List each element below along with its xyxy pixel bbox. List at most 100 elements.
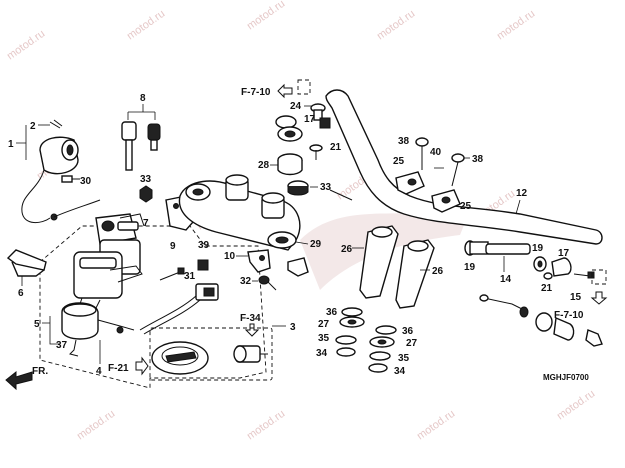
washer-set-right (368, 325, 397, 373)
callout-21a: 21 (330, 142, 342, 153)
top-bridge (178, 174, 301, 251)
callout-32: 32 (240, 276, 252, 287)
callout-26b: 26 (432, 266, 444, 277)
callout-34b: 34 (394, 366, 406, 377)
front-direction-arrow (5, 370, 33, 391)
arrow-icon (49, 119, 63, 129)
cap-28 (277, 153, 303, 176)
callout-14: 14 (500, 274, 512, 285)
callout-25b: 25 (460, 201, 472, 212)
arrow-icon (590, 291, 608, 305)
screw-37 (69, 339, 79, 357)
ref-f710-top[interactable]: F-7-10 (241, 87, 271, 98)
callout-39: 39 (198, 240, 210, 251)
ref-f34[interactable]: F-34 (240, 313, 261, 324)
callout-1: 1 (8, 139, 14, 150)
washer-21a (309, 144, 323, 160)
washer-21b (543, 272, 553, 280)
grommet-17a (319, 117, 331, 129)
wire-harness (143, 299, 201, 335)
callout-12: 12 (516, 188, 528, 199)
ignition-switch-cover (21, 136, 101, 223)
callout-40: 40 (430, 147, 442, 158)
watermark: motod.ru (75, 408, 117, 443)
diagram-code: MGHJF0700 (543, 373, 589, 382)
callout-6: 6 (18, 288, 24, 299)
callout-5: 5 (34, 319, 40, 330)
callout-34a: 34 (316, 348, 328, 359)
washer-set-left (335, 307, 365, 357)
cylinder-lock-inset (233, 345, 268, 363)
arrow-icon (244, 323, 260, 337)
key-8a (121, 121, 137, 171)
watermark: motod.ru (415, 408, 457, 443)
upper-holder-25b (431, 189, 461, 213)
watermark: motod.ru (125, 8, 167, 43)
watermark: motod.ru (495, 8, 537, 43)
callout-33-left: 33 (140, 174, 152, 185)
callout-26a: 26 (341, 244, 353, 255)
callout-17a: 17 (304, 114, 316, 125)
lower-holder-26b (395, 239, 435, 309)
arrow-icon (277, 83, 293, 99)
leader (127, 104, 156, 120)
arrow-icon (135, 356, 149, 376)
callout-27a: 27 (318, 319, 330, 330)
callout-25a: 25 (393, 156, 405, 167)
callout-36a: 36 (326, 307, 338, 318)
callout-31: 31 (184, 271, 196, 282)
bolt-24 (310, 103, 326, 121)
handlebar (325, 89, 603, 245)
watermark: motod.ru (555, 388, 597, 423)
pin (329, 189, 353, 201)
bolt-38a (415, 137, 429, 170)
callout-7: 7 (143, 218, 149, 229)
watermark: motod.ru (245, 0, 287, 32)
callout-38a: 38 (398, 136, 410, 147)
holder-top (275, 115, 303, 142)
leader (295, 241, 309, 245)
ref-box (591, 269, 607, 285)
screw-30 (61, 175, 80, 183)
fuel-cap (151, 341, 209, 375)
bracket-6 (6, 249, 47, 277)
lower-holder-26a (359, 225, 399, 299)
watermark: motod.ru (245, 408, 287, 443)
callout-9: 9 (170, 241, 176, 252)
upper-holder-25a (395, 171, 425, 195)
leader (515, 199, 521, 215)
callout-10: 10 (224, 251, 236, 262)
callout-3: 3 (290, 322, 296, 333)
callout-21b: 21 (541, 283, 553, 294)
nut-33-top (287, 180, 309, 196)
ignition-cylinder (73, 251, 143, 313)
ref-box (297, 79, 311, 95)
screw-15 (573, 271, 595, 279)
callout-2: 2 (30, 121, 36, 132)
leader (16, 125, 27, 160)
callout-19a: 19 (464, 262, 476, 273)
callout-35a: 35 (318, 333, 330, 344)
wire-harness (139, 295, 197, 331)
callout-30: 30 (80, 176, 92, 187)
callout-4: 4 (96, 366, 102, 377)
bracket-10 (247, 249, 271, 273)
watermark: motod.ru (375, 8, 417, 43)
clip-39 (197, 259, 209, 271)
callout-8: 8 (140, 93, 146, 104)
callout-19b: 19 (532, 243, 544, 254)
callout-36b: 36 (402, 326, 414, 337)
callout-27b: 27 (406, 338, 418, 349)
seat-lock-5 (61, 302, 135, 340)
bolt-32 (258, 275, 277, 291)
ref-f710-right[interactable]: F-7-10 (554, 310, 584, 321)
detail-box-f34 (149, 327, 273, 381)
grip-assembly (479, 294, 603, 347)
callout-28: 28 (258, 160, 270, 171)
ref-f21[interactable]: F-21 (108, 363, 129, 374)
connector-pin (203, 287, 215, 297)
weight-19b (533, 256, 547, 272)
callout-38b: 38 (472, 154, 484, 165)
callout-33: 33 (320, 182, 332, 193)
